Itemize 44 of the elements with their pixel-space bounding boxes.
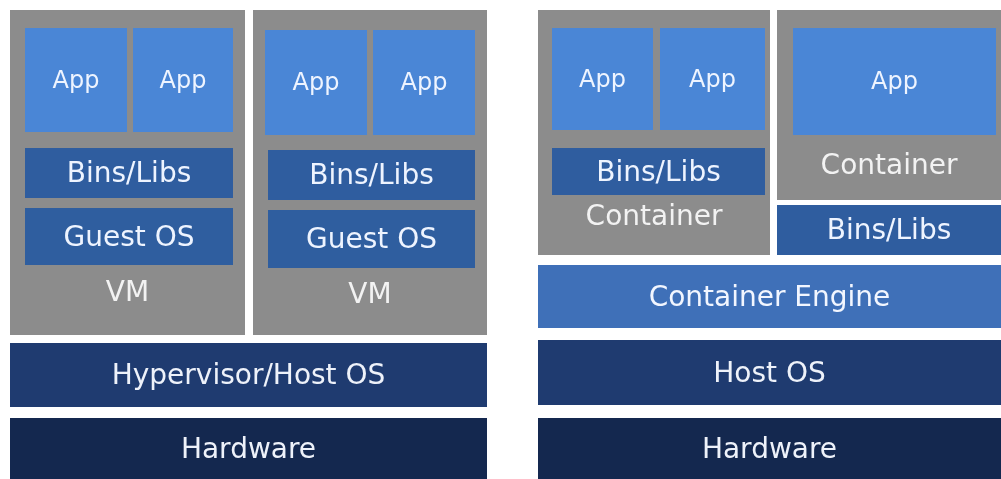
vm-panel [10,10,245,335]
library-block [268,150,475,200]
app-block [793,28,996,135]
app-block [133,28,233,132]
app-label: App [51,65,101,95]
hardware-label: Hardware [700,431,839,466]
vm-label: VM [347,277,393,311]
app-label: App [870,67,919,96]
app-label: App [399,68,449,97]
vm-label: VM [104,275,151,309]
engine-layer [538,265,1001,328]
app-label: App [578,64,627,94]
app-block [373,30,475,135]
app-label: App [688,64,737,94]
hardware-layer [10,418,487,479]
guest-os-label: Guest OS [62,219,196,254]
host-label: Hypervisor/Host OS [110,358,387,392]
hardware-layer [538,418,1001,479]
library-label: Bins/Libs [595,154,722,189]
container-label: Container [819,148,959,182]
library-label: Bins/Libs [308,158,435,192]
app-block [25,28,127,132]
container-label: Container [584,199,724,233]
hardware-label: Hardware [179,431,318,466]
guest-os-block [25,208,233,265]
library-block [25,148,233,198]
guest-os-block [268,210,475,268]
app-block [660,28,765,130]
container-panel [777,10,1001,200]
host-layer [538,340,1001,405]
host-layer [10,343,487,407]
engine-label: Container Engine [647,279,892,314]
container-panel [538,10,770,255]
app-block [265,30,367,135]
app-block [552,28,653,130]
library-block [552,148,765,195]
host-label: Host OS [712,355,827,390]
library-label: Bins/Libs [825,213,953,247]
app-label: App [158,65,208,95]
app-label: App [291,68,341,97]
library-block [777,205,1001,255]
guest-os-label: Guest OS [305,222,438,256]
vm-panel [253,10,487,335]
library-label: Bins/Libs [65,156,193,190]
